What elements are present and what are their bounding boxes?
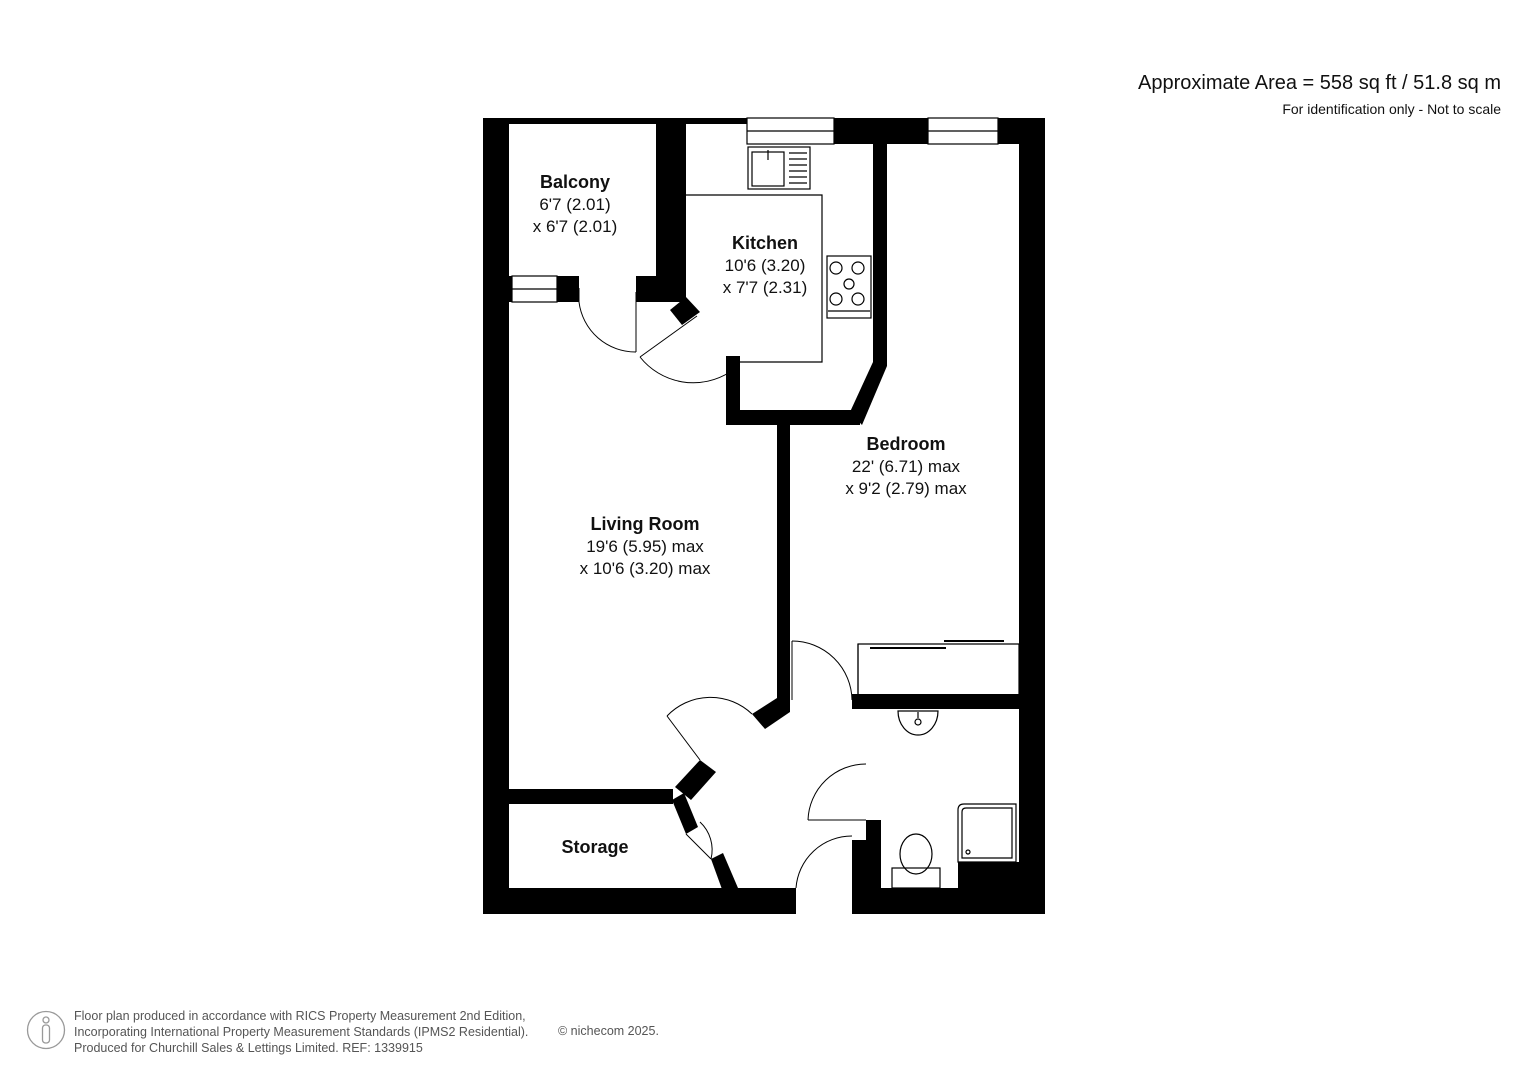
footer-line: Produced for Churchill Sales & Lettings … bbox=[74, 1041, 423, 1055]
copyright: © nichecom 2025. bbox=[558, 1024, 659, 1038]
balcony-walls bbox=[483, 118, 686, 302]
room-dimension: 19'6 (5.95) max bbox=[586, 537, 704, 556]
kitchen-walls bbox=[656, 118, 887, 425]
footer: Floor plan produced in accordance with R… bbox=[26, 1008, 726, 1058]
area-header: Approximate Area = 558 sq ft / 51.8 sq m… bbox=[1138, 72, 1501, 117]
room-storage: Storage bbox=[520, 837, 670, 858]
wardrobe bbox=[857, 640, 1020, 696]
room-bedroom: Bedroom 22' (6.71) max x 9'2 (2.79) max bbox=[806, 434, 1006, 499]
windows bbox=[511, 117, 999, 303]
sink-drainer-lines bbox=[789, 152, 807, 184]
room-dimension: 22' (6.71) max bbox=[851, 457, 961, 476]
room-name: Storage bbox=[561, 837, 629, 857]
person-info-icon bbox=[26, 1010, 66, 1050]
room-dimension: x 9'2 (2.79) max bbox=[845, 479, 967, 498]
room-dimension: x 10'6 (3.20) max bbox=[579, 559, 711, 578]
door-swings bbox=[578, 288, 867, 889]
bathroom-walls bbox=[852, 694, 1045, 890]
room-dimension: x 7'7 (2.31) bbox=[722, 278, 808, 297]
approximate-area: Approximate Area = 558 sq ft / 51.8 sq m bbox=[1138, 72, 1501, 94]
room-name: Kitchen bbox=[731, 233, 798, 253]
room-balcony: Balcony 6'7 (2.01) x 6'7 (2.01) bbox=[490, 172, 660, 237]
room-kitchen: Kitchen 10'6 (3.20) x 7'7 (2.31) bbox=[690, 233, 840, 298]
room-living: Living Room 19'6 (5.95) max x 10'6 (3.20… bbox=[535, 514, 755, 579]
footer-text: Floor plan produced in accordance with R… bbox=[74, 1008, 528, 1056]
room-name: Living Room bbox=[590, 514, 700, 534]
footer-line: Floor plan produced in accordance with R… bbox=[74, 1009, 526, 1023]
room-name: Balcony bbox=[539, 172, 611, 192]
room-dimension: 6'7 (2.01) bbox=[539, 195, 611, 214]
hob-rings bbox=[828, 261, 870, 312]
room-name: Bedroom bbox=[866, 434, 946, 454]
room-dimension: 10'6 (3.20) bbox=[724, 256, 806, 275]
scale-note: For identification only - Not to scale bbox=[1282, 101, 1501, 117]
living-bedroom-walls bbox=[483, 420, 790, 892]
room-dimension: x 6'7 (2.01) bbox=[532, 217, 618, 236]
footer-line: Incorporating International Property Mea… bbox=[74, 1025, 529, 1039]
bathroom-fixtures bbox=[891, 710, 1017, 889]
kitchen-counters bbox=[686, 146, 872, 363]
